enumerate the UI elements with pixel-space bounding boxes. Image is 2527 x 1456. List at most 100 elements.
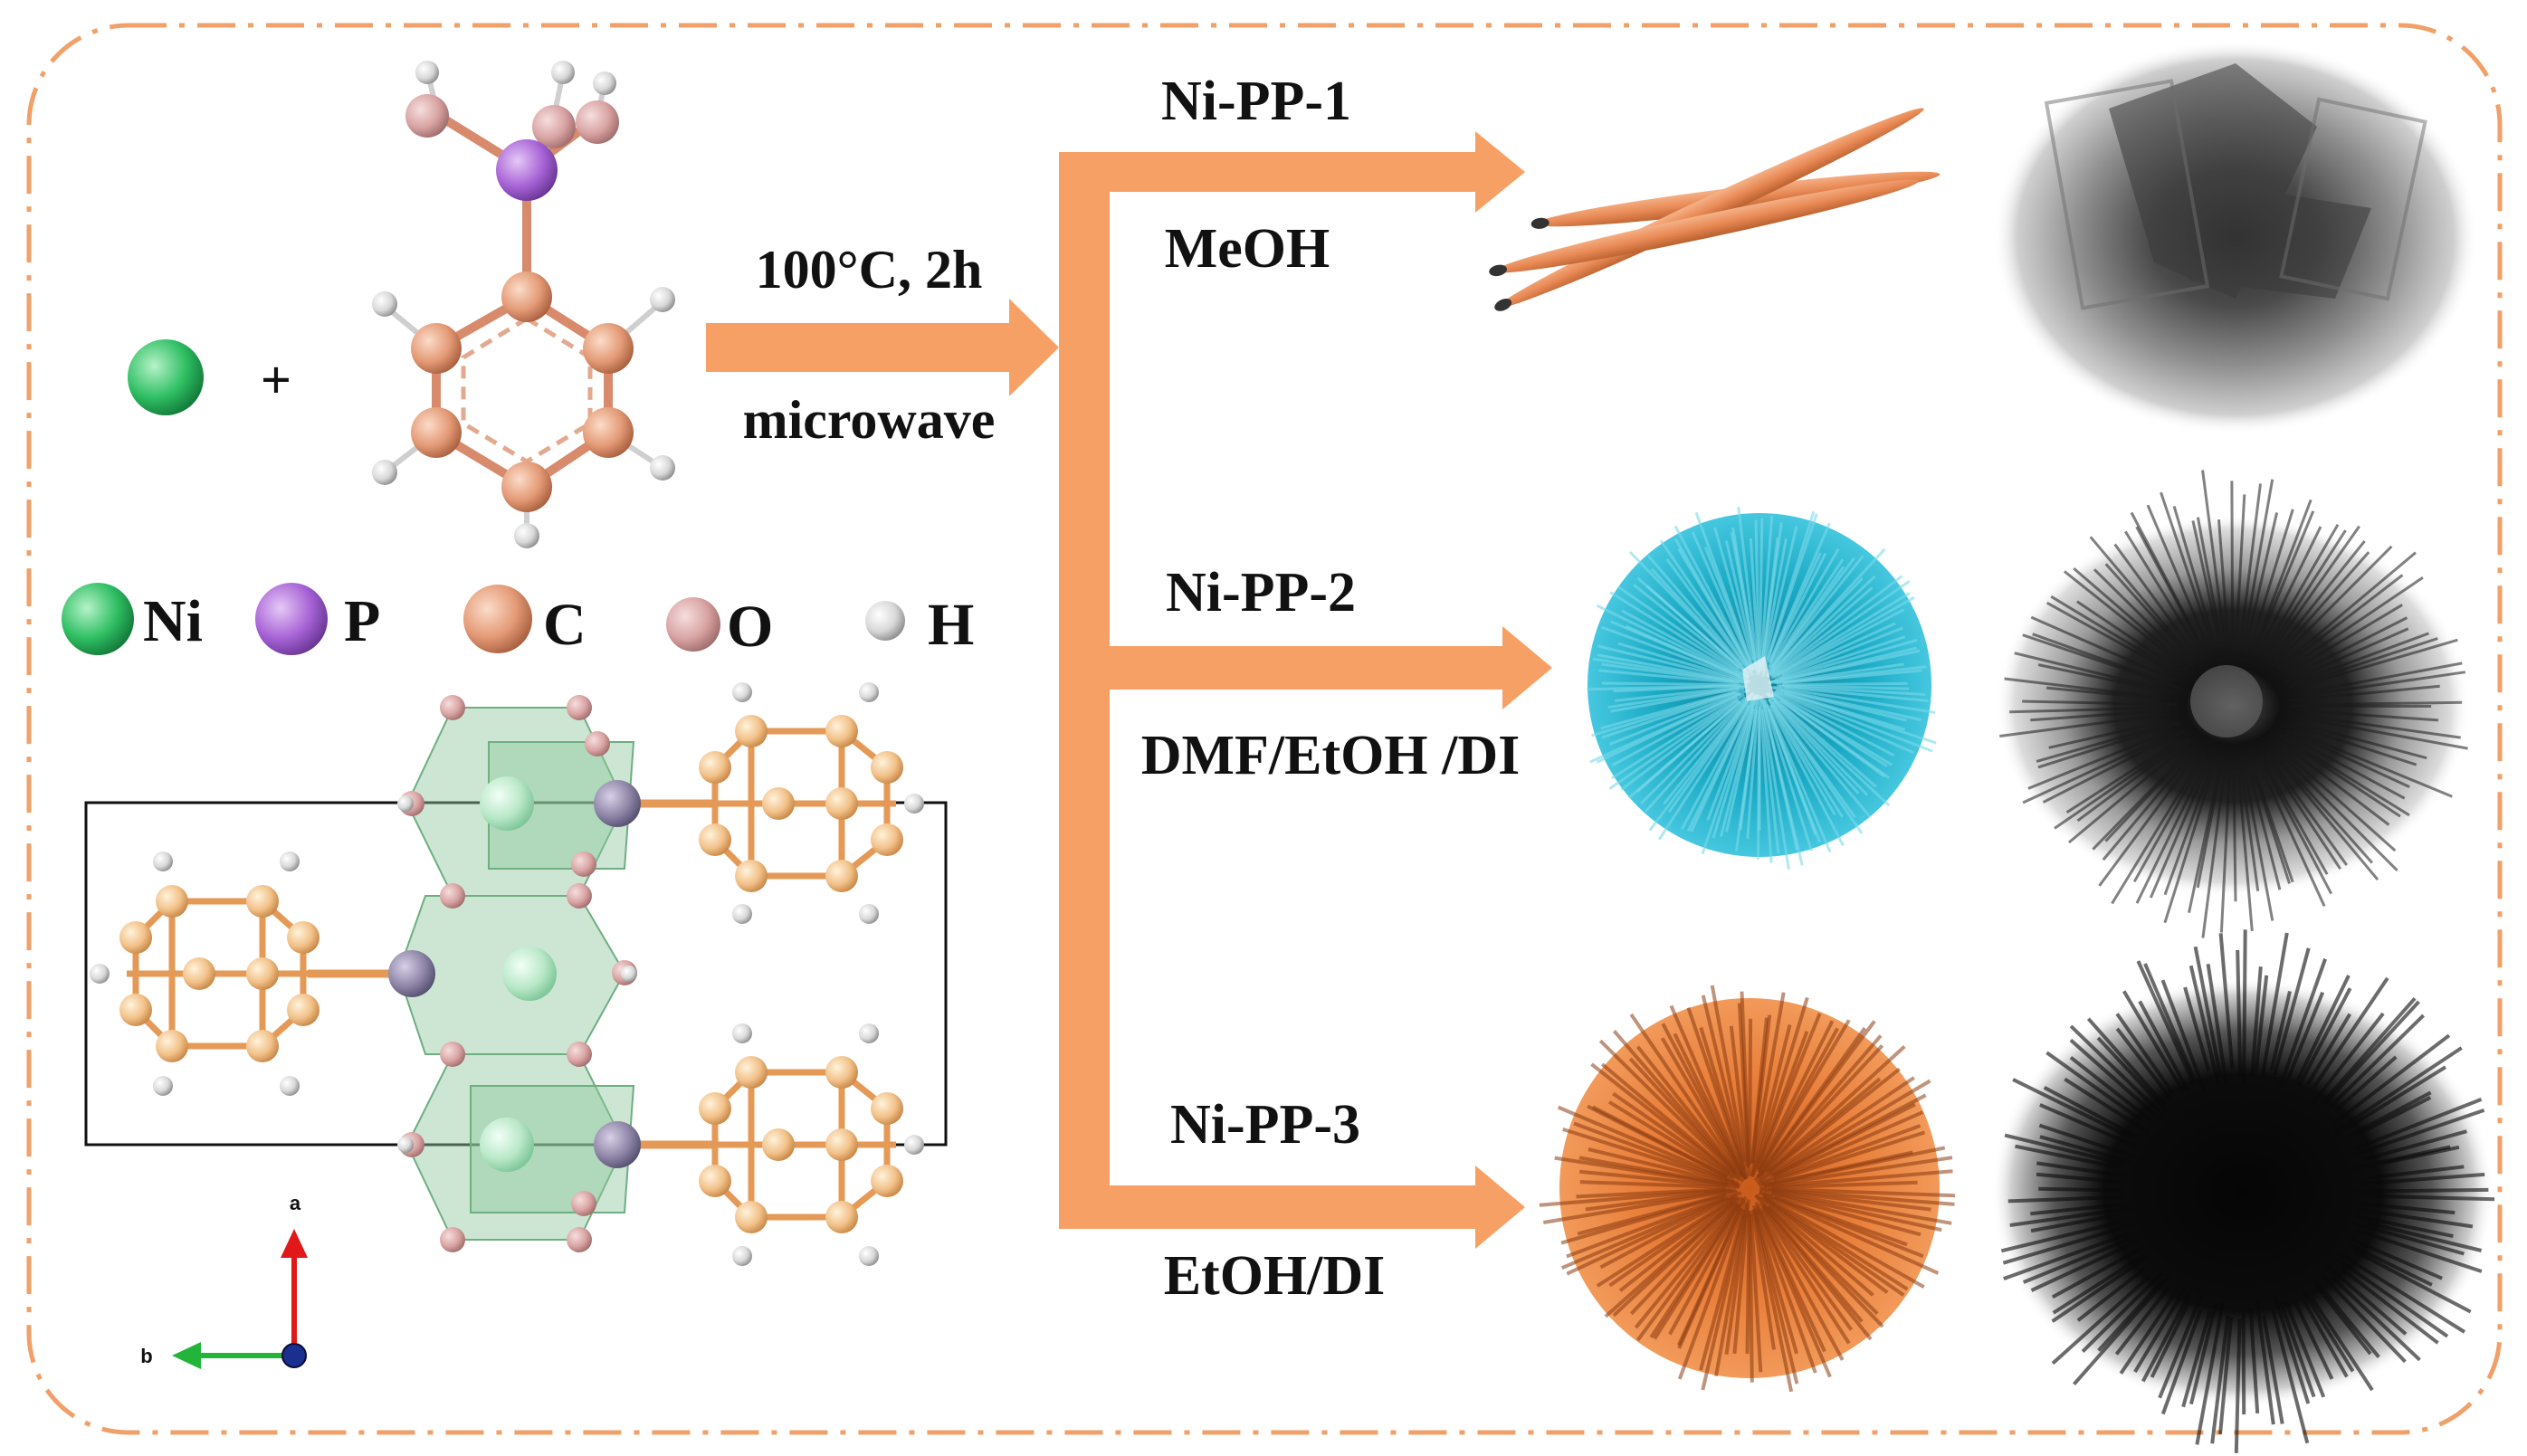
radial-fiber [1691,531,1754,669]
radial-fiber [1769,577,1864,675]
radial-fiber [2310,1297,2374,1392]
radial-fiber [2119,1294,2175,1375]
radial-fiber [2270,763,2341,871]
radial-fiber [1759,696,1773,863]
radial-fiber [1756,1210,1817,1374]
radial-fiber [2299,700,2463,707]
radial-fiber [2015,1144,2122,1170]
model-ni-pp-2-sphere [1587,507,1937,871]
radial-fiber [1634,1195,1744,1329]
radial-fiber [2051,1256,2148,1323]
radial-fiber [2265,525,2360,659]
radial-fiber [2354,1096,2432,1137]
radial-fiber [2136,960,2196,1084]
radial-fiber [2149,760,2211,899]
radial-fiber [2292,632,2430,686]
legend-swatch-h [865,601,905,641]
radial-fiber [2246,762,2282,890]
radial-fiber [2284,732,2406,800]
radial-fiber [1762,699,1813,852]
radial-fiber [2280,753,2398,871]
radial-fiber [1771,592,1911,679]
radial-fiber [2038,1186,2123,1193]
radial-fiber [1775,690,1933,753]
radial-fiber [2250,966,2263,1077]
radial-fiber [2254,975,2269,1072]
legend-item-c: C [463,585,586,658]
radial-fiber [2160,1308,2203,1415]
radial-fiber [2368,1165,2465,1180]
reaction-temperature-time: 100°C, 2h [756,240,983,300]
radial-fiber [1646,554,1744,667]
radial-fiber [1731,527,1759,676]
radial-fiber [2284,751,2397,852]
radial-fiber [2067,739,2192,844]
reaction-method: microwave [743,390,996,450]
radial-fiber [1781,622,1896,677]
radial-fiber [2191,520,2221,645]
radial-fiber [1604,1201,1735,1318]
radial-fiber [2271,1309,2310,1444]
radial-fiber [1755,1204,1832,1378]
crystal-structure [84,682,948,1266]
radial-fiber [2302,1299,2349,1378]
branch-arrow-3 [1059,1166,1525,1249]
radial-fiber [1765,691,1860,795]
radial-fiber [2039,1135,2133,1165]
radial-fiber [2181,1310,2212,1408]
radial-fiber [2036,1161,2130,1179]
radial-fiber [2279,1301,2316,1398]
radial-fiber [2309,1278,2372,1356]
radial-fiber [2188,965,2220,1087]
radial-fiber [2323,1000,2420,1105]
radial-fiber [2272,754,2379,881]
radial-fiber [1609,591,1750,680]
radial-fiber [2310,1012,2385,1107]
radial-fiber [2283,627,2409,685]
radial-fiber [2150,1300,2191,1378]
radial-fiber [1783,691,1937,745]
radial-fiber [2042,729,2185,804]
radial-fiber [1765,1045,1906,1175]
radial-fiber [1587,683,1748,691]
radial-fiber [2132,755,2207,883]
radial-fiber [1763,1190,1921,1237]
radial-fiber [2270,545,2393,668]
branch-trunk [1059,152,1110,1229]
radial-fiber [1771,691,1888,767]
radial-fiber [1677,1208,1744,1380]
radial-fiber [1768,708,1832,852]
radial-fiber [2297,987,2352,1087]
radial-fiber [1590,1062,1731,1175]
radial-fiber [1771,1190,1952,1225]
radial-fiber [1645,690,1755,813]
radial-fiber [1618,1195,1740,1292]
radial-fiber [2122,990,2184,1091]
radial-fiber [1627,700,1741,799]
radial-fiber [2278,958,2327,1088]
radial-fiber [2113,543,2199,660]
radial-fiber [2285,576,2424,671]
radial-fiber [2355,1228,2483,1273]
radial-fiber [1614,685,1745,702]
radial-fiber [1773,685,1936,714]
radial-fiber [2037,663,2174,695]
radial-fiber [2286,729,2410,788]
radial-fiber [2009,706,2169,714]
radial-fiber [1751,996,1809,1175]
radial-fiber [2285,991,2325,1080]
radial-fiber [1745,1210,1751,1355]
radial-fiber [2043,1086,2140,1139]
radial-fiber [2064,1077,2150,1135]
radial-fiber [1782,681,1908,687]
radial-fiber [2009,1205,2134,1227]
radial-fiber [2076,600,2180,671]
radial-fiber [1746,709,1759,840]
radial-fiber [1737,507,1758,659]
radial-fiber [1762,1194,1925,1289]
radial-fiber [2201,470,2226,638]
radial-fiber [1767,699,1844,818]
radial-fiber [2002,1222,2139,1265]
radial-fiber [1701,698,1757,855]
radial-fiber [1750,1024,1792,1178]
